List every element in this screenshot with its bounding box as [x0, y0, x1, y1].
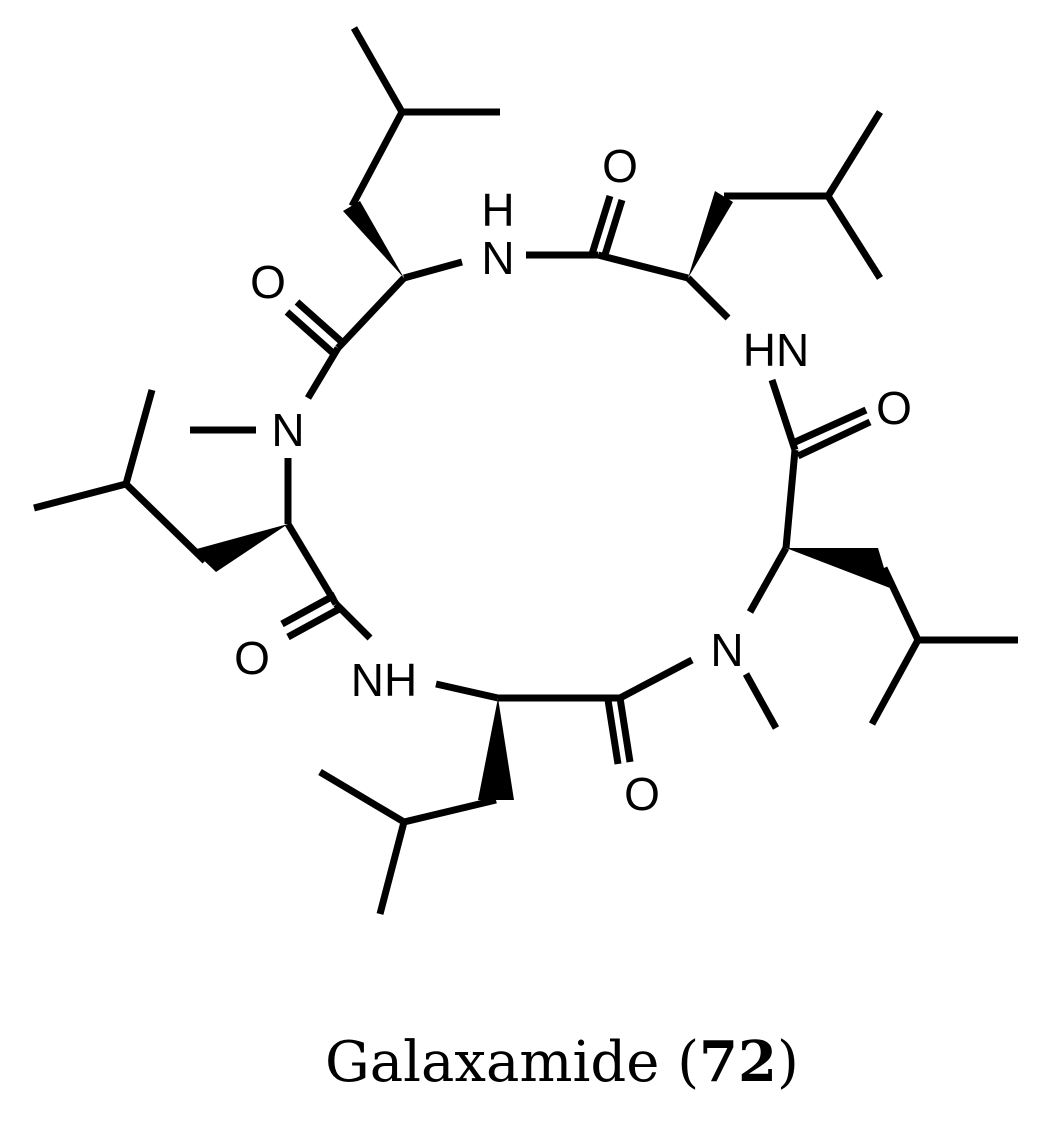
atom-label-n-left: N — [271, 404, 304, 456]
atom-label-nh-bottom: NH — [351, 654, 417, 706]
wedge-right — [786, 548, 890, 588]
atom-label-o-bottom: O — [624, 768, 660, 820]
stereo-wedges — [193, 191, 890, 800]
n-methyl-bonds — [190, 426, 780, 730]
wedge-left — [193, 524, 288, 572]
atom-label-hn-right: HN — [743, 324, 809, 376]
atom-label-h-top: H — [481, 184, 514, 236]
galaxamide-structure: O H N O HN O N O NH N O — [33, 26, 1018, 915]
side-chain-bonds — [33, 26, 1018, 915]
atom-label-o-upper-left: O — [250, 256, 286, 308]
compound-caption: Galaxamide (72) — [325, 1029, 799, 1095]
compound-name: Galaxamide — [325, 1030, 660, 1095]
wedge-bottom — [478, 698, 514, 800]
atom-label-o-right: O — [876, 382, 912, 434]
atom-label-o-lower-left: O — [234, 632, 270, 684]
atom-label-o-top: O — [602, 140, 638, 192]
wedge-top-left — [343, 201, 404, 278]
atom-label-n-lower-right: N — [710, 624, 743, 676]
atom-labels: O H N O HN O N O NH N O — [234, 140, 912, 820]
atom-label-n-top: N — [481, 232, 514, 284]
carbonyl-bonds — [280, 194, 872, 765]
wedge-top-right — [688, 191, 733, 278]
macrocycle-ring-bonds — [284, 251, 799, 702]
compound-number: 72 — [699, 1029, 777, 1095]
